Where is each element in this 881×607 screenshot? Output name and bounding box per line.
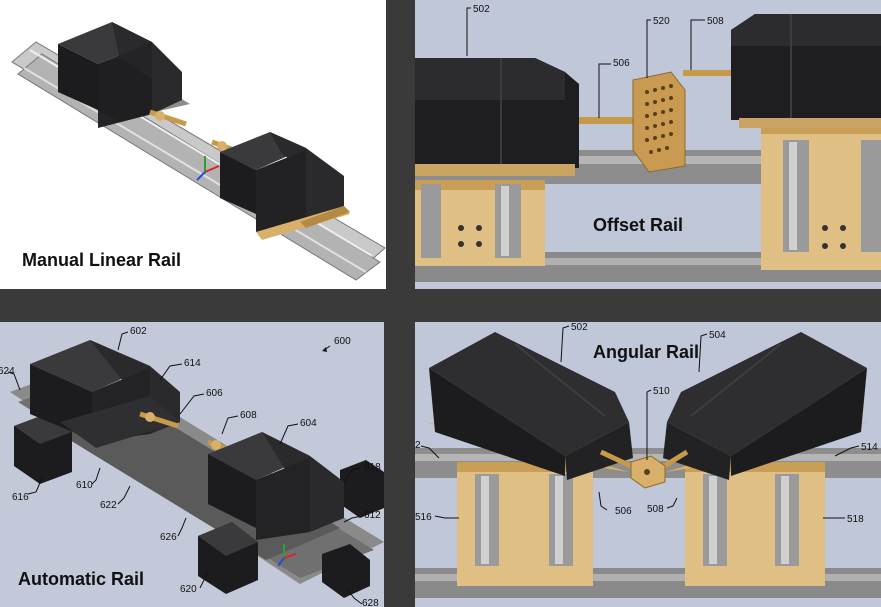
callout-label: 604 — [300, 418, 317, 429]
callout-label: 602 — [130, 326, 147, 337]
callout-label: 518 — [847, 514, 864, 525]
callout-label: 506 — [615, 506, 632, 517]
callout-label: 606 — [206, 388, 223, 399]
callout-label: 516 — [415, 512, 432, 523]
callout-label: 502 — [571, 322, 588, 333]
callout-label: 612 — [364, 510, 381, 521]
offset-rail-caption: Offset Rail — [593, 215, 684, 235]
callout-label: 508 — [647, 504, 664, 515]
manual-rail-caption: Manual Linear Rail — [22, 250, 182, 270]
callout-label: 620 — [180, 584, 197, 595]
callout-label: 2 — [415, 440, 421, 451]
callout-label: 506 — [613, 58, 630, 69]
angular-rail-illustration: 502 504 510 2 514 516 506 508 518 — [415, 322, 881, 598]
callout-label: 508 — [707, 16, 724, 27]
callout-label: 514 — [861, 442, 878, 453]
callout-label: 510 — [653, 386, 670, 397]
manual-linear-rail-panel: Manual Linear Rail — [0, 0, 386, 289]
callout-label: 624 — [0, 366, 15, 377]
angular-rail-caption: Angular Rail — [593, 342, 700, 362]
callout-label: 504 — [709, 330, 726, 341]
callout-label: 616 — [12, 492, 29, 503]
automatic-rail-caption: Automatic Rail — [18, 569, 145, 589]
offset-rail-illustration: 502 520 508 506 — [415, 4, 881, 282]
angular-rail-panel: 502 504 510 2 514 516 506 508 518 Angula… — [415, 322, 881, 607]
callout-label: 600 — [334, 336, 351, 347]
callout-label: 608 — [240, 410, 257, 421]
offset-rail-panel: 502 520 508 506 Offset Rail — [415, 0, 881, 289]
callout-label: 520 — [653, 16, 670, 27]
callout-label: 622 — [100, 500, 117, 511]
manual-rail-illustration — [11, 22, 386, 281]
automatic-rail-illustration: 602 614 624 606 608 604 600 618 616 610 … — [0, 326, 384, 607]
callout-label: 626 — [160, 532, 177, 543]
automatic-rail-panel: 602 614 624 606 608 604 600 618 616 610 … — [0, 322, 384, 607]
callout-label: 618 — [364, 462, 381, 473]
callout-label: 502 — [473, 4, 490, 15]
callout-label: 610 — [76, 480, 93, 491]
callout-label: 628 — [362, 598, 379, 607]
callout-label: 614 — [184, 358, 201, 369]
